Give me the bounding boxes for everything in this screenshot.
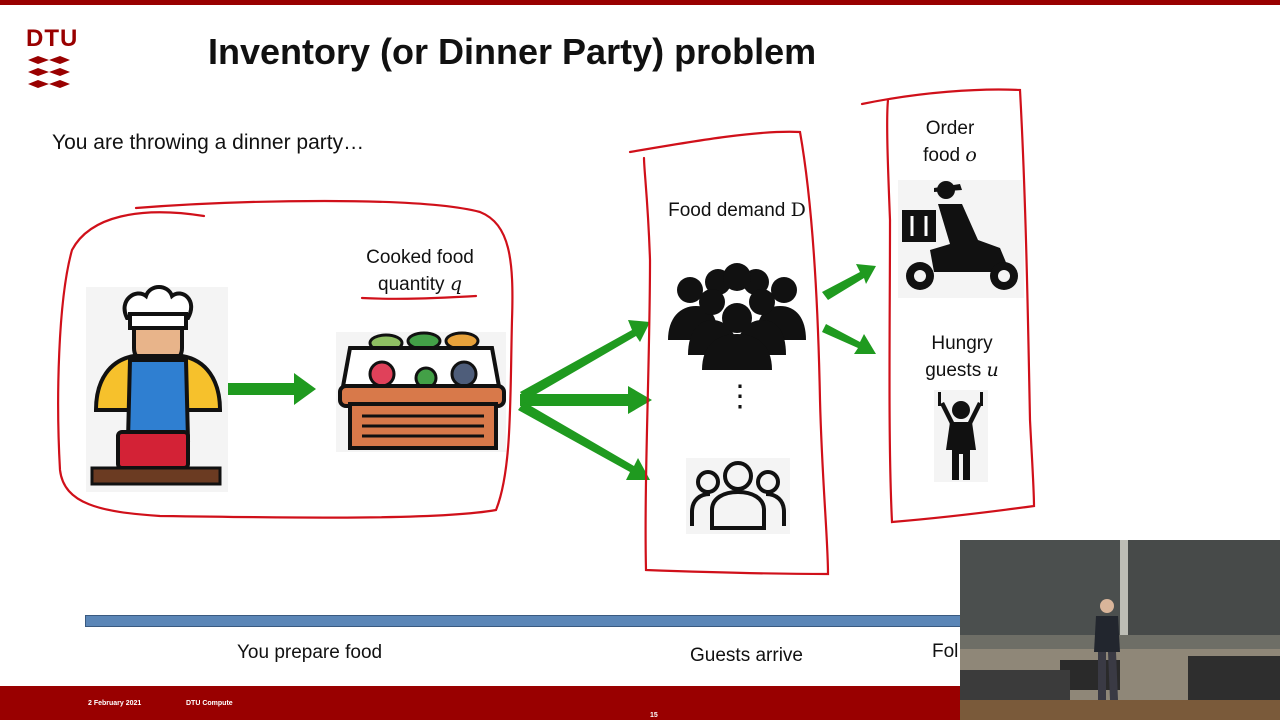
hungry-guests-var: u <box>986 359 999 381</box>
hungry-guests-line2: guests u <box>910 357 1014 384</box>
timeline-follow-label: Fol <box>932 641 959 662</box>
delivery-scooter-icon <box>898 180 1024 298</box>
footer-department: DTU Compute <box>186 700 233 707</box>
presenter-video <box>960 540 1280 720</box>
hungry-person-icon <box>934 390 988 482</box>
footer-page-number: 15 <box>650 712 658 719</box>
timeline-guests-label: Guests arrive <box>690 645 803 666</box>
crowd-icon <box>668 263 806 370</box>
order-food-line2: food o <box>900 142 1000 169</box>
food-demand-label: Food demand D <box>652 197 822 224</box>
cooked-food-line1: Cooked food <box>366 247 474 268</box>
timeline-prepare-label: You prepare food <box>237 642 383 663</box>
arrow-prepare <box>228 373 316 405</box>
cooked-food-line2: quantity q <box>340 271 500 298</box>
hungry-guests-label: Hungry guests u <box>910 331 1014 384</box>
hungry-guests-text: guests <box>925 360 982 381</box>
food-demand-text: Food demand <box>668 200 786 221</box>
cooked-food-var: q <box>449 273 462 295</box>
cooked-food-quantity-text: quantity <box>378 274 445 295</box>
arrows-to-guests <box>518 320 652 480</box>
hungry-guests-line1: Hungry <box>931 333 993 354</box>
vertical-ellipsis: ⋮ <box>725 380 755 413</box>
order-food-label: Order food o <box>900 116 1000 169</box>
food-counter-icon <box>336 331 506 452</box>
intro-text: You are throwing a dinner party… <box>52 131 365 154</box>
order-food-text: food <box>923 145 961 166</box>
order-food-var: o <box>965 144 977 166</box>
arrows-to-outcomes <box>822 264 876 354</box>
group-outline-icon <box>686 458 790 534</box>
food-demand-var: D <box>790 199 806 221</box>
red-annotations <box>57 88 1036 576</box>
timeline-bar <box>85 615 985 627</box>
top-accent-bar <box>0 0 1280 5</box>
footer-date: 2 February 2021 <box>88 700 142 707</box>
order-food-line1: Order <box>925 118 975 139</box>
dtu-logo-text: DTU <box>26 25 79 52</box>
slide-title: Inventory (or Dinner Party) problem <box>208 31 817 72</box>
chef-icon <box>86 285 228 492</box>
cooked-food-label: Cooked food quantity q <box>340 245 500 298</box>
presenter-video-frame <box>960 540 1280 720</box>
dtu-logo: DTU <box>26 25 79 92</box>
dtu-logo-waves-icon <box>28 56 70 88</box>
